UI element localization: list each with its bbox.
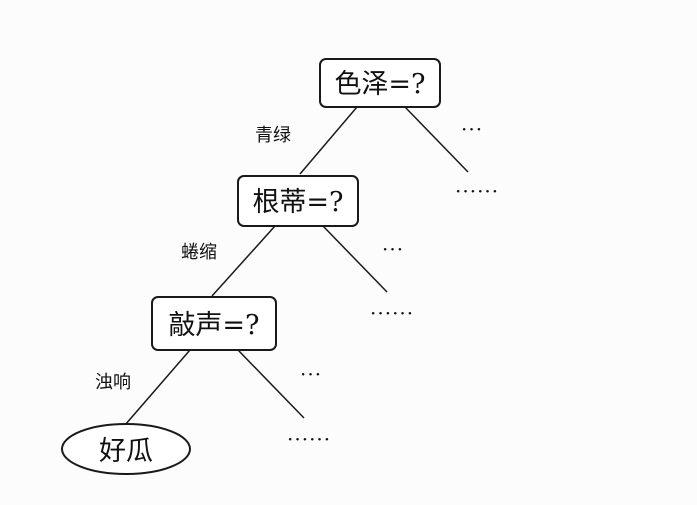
node-root-box [319, 58, 441, 108]
edge-level3-left [124, 349, 191, 426]
ellipsis-level2-subtree: ······ [370, 301, 414, 325]
ellipsis-level3-branch: ··· [300, 362, 322, 386]
edge-level2-right [322, 225, 388, 293]
ellipsis-level3-subtree: ······ [287, 427, 331, 451]
leaf-node-ellipse [61, 423, 191, 475]
node-root-label: 色泽=? [334, 69, 425, 100]
node-level2-label: 根蒂=? [252, 187, 343, 218]
edge-level3-right [237, 349, 305, 419]
leaf-node-label: 好瓜 [99, 436, 153, 467]
ellipsis-root-branch: ··· [461, 117, 483, 141]
edge-label-level2-left: 蜷缩 [181, 242, 217, 263]
edge-root-left [299, 106, 358, 175]
edge-label-root-left: 青绿 [255, 125, 291, 146]
edge-level2-left [211, 225, 276, 297]
node-level3-label: 敲声=? [168, 310, 259, 341]
ellipsis-level2-branch: ··· [382, 237, 404, 261]
edge-label-level3-left: 浊响 [95, 372, 131, 393]
node-level3-box [151, 296, 277, 351]
node-level2-box [237, 175, 359, 227]
ellipsis-root-subtree: ······ [455, 179, 499, 203]
edge-root-right [404, 106, 469, 173]
